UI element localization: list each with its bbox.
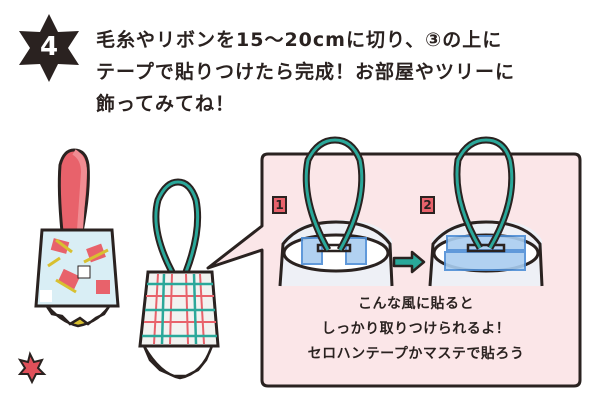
speech-bubble <box>206 152 582 388</box>
step-badge-star-icon <box>19 14 79 82</box>
step-number: 4 <box>39 32 59 62</box>
instruction-line-2: テープで貼りつけたら完成！お部屋やツリーに <box>96 61 516 83</box>
plaid-ornament-illustration <box>138 178 220 380</box>
small-star-icon <box>17 351 47 385</box>
caption-line-2: しっかり取りつけられるよ！ <box>321 321 511 337</box>
instruction-line-1: 毛糸やリボンを15〜20cmに切り、③の上に <box>96 29 503 51</box>
panel-2-label: 2 <box>420 196 435 214</box>
arrow-right-icon <box>392 250 426 274</box>
caption-line-3: セロハンテープかマステで貼ろう <box>307 346 525 362</box>
panel-2-cup-illustration <box>428 136 544 287</box>
step-badge: 4 <box>16 14 82 80</box>
instruction-text: 毛糸やリボンを15〜20cmに切り、③の上に テープで貼りつけたら完成！お部屋や… <box>96 24 596 120</box>
confetti-ornament-illustration <box>34 148 120 328</box>
caption-line-1: こんな風に貼ると <box>358 296 474 312</box>
panel-1-label: 1 <box>272 196 287 214</box>
panel-1-cup-illustration <box>278 136 394 287</box>
bubble-caption: こんな風に貼ると しっかり取りつけられるよ！ セロハンテープかマステで貼ろう <box>300 292 532 367</box>
instruction-line-3: 飾ってみてね！ <box>96 93 236 115</box>
